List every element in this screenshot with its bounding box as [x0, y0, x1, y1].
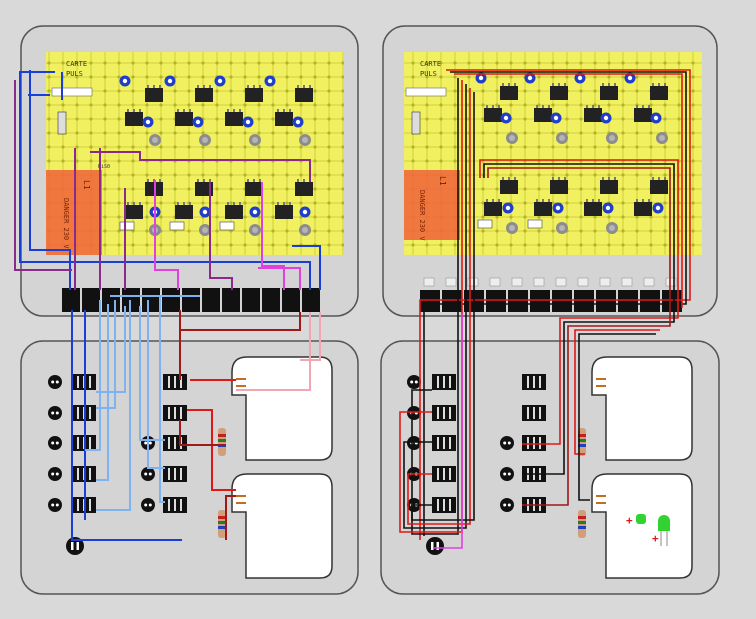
- right-relay-warning: DANGER 230 V: [418, 190, 426, 241]
- left-pcb-connector: [51, 87, 93, 97]
- right-lamp-boxes: [591, 356, 693, 579]
- right-board-label-top: CARTE: [420, 60, 441, 68]
- right-output-jacks: [500, 436, 514, 512]
- right-module: DANGER 230 V L1 CARTE PULS: [380, 25, 720, 595]
- led-plus-sign-2: +: [652, 532, 659, 545]
- right-relay-zone: [404, 170, 460, 240]
- left-board-label-top: CARTE: [66, 60, 87, 68]
- right-power-jack: [426, 537, 444, 555]
- left-pcb-board: DANGER 230 V L1 CARTE PULS KiS0: [46, 52, 344, 255]
- left-power-jack: [66, 537, 84, 555]
- left-wiring: [14, 70, 321, 541]
- right-wiring: [399, 69, 691, 549]
- left-terminal-strip: [62, 288, 320, 312]
- left-relay-warning: DANGER 230 V: [62, 198, 70, 249]
- right-channel-row-2: [477, 177, 668, 234]
- right-board-label-bottom: PULS: [420, 70, 437, 78]
- left-lamp-boxes: [231, 356, 333, 579]
- right-terminal-strip: [420, 277, 682, 312]
- left-module: DANGER 230 V L1 CARTE PULS KiS0: [14, 25, 359, 595]
- left-relay-label: L1: [82, 180, 91, 190]
- left-resistor-1: [218, 428, 226, 456]
- right-leds: + +: [626, 514, 670, 546]
- right-pcb-board: DANGER 230 V L1 CARTE PULS: [404, 52, 702, 255]
- left-board-reference: KiS0: [98, 164, 110, 170]
- led-plus-sign-1: +: [626, 514, 633, 527]
- led-green-1: [636, 514, 646, 524]
- left-channel-row-2: [119, 179, 313, 236]
- left-board-label-bottom: PULS: [66, 70, 83, 78]
- left-fuse: [57, 111, 67, 135]
- left-resistor-2: [218, 510, 226, 538]
- right-relay-label: L1: [438, 176, 447, 186]
- right-resistor-2: [578, 510, 586, 538]
- right-fuse: [411, 111, 421, 135]
